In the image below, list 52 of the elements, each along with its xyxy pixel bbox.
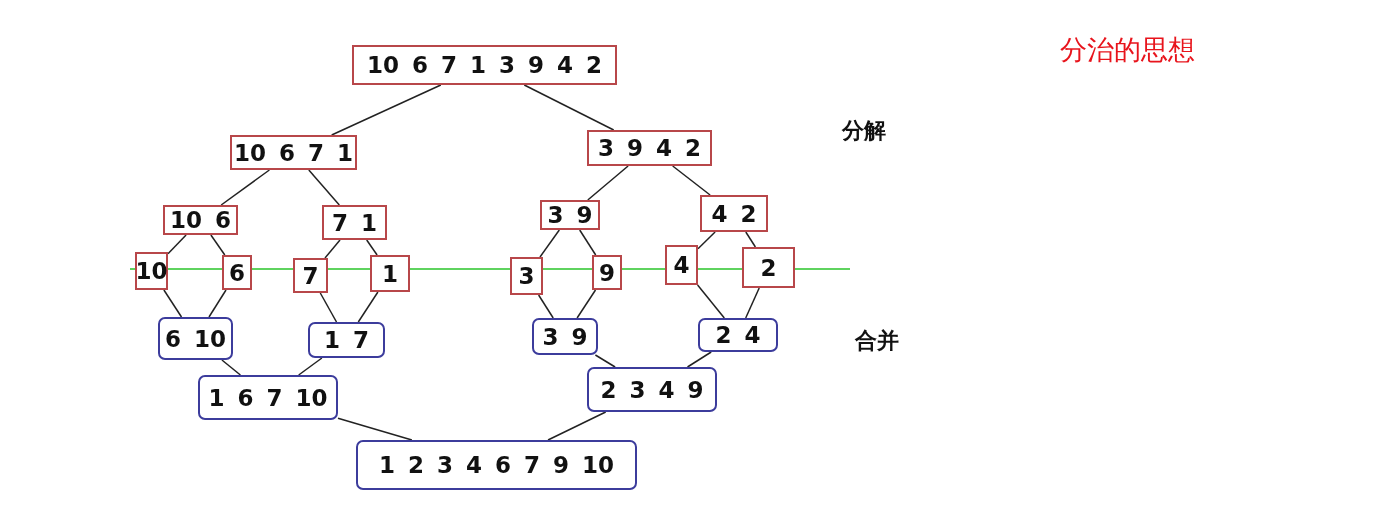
number-box: 10 6 7 1 3 9 4 2 <box>352 45 617 85</box>
merged-box: 1 2 3 4 6 7 9 10 <box>356 440 637 490</box>
connector-line <box>319 292 338 323</box>
connector-line <box>324 239 341 259</box>
connector-line <box>221 359 242 376</box>
connector-line <box>671 165 711 196</box>
number-box: 3 9 <box>540 200 600 230</box>
merged-box: 2 4 <box>698 318 778 352</box>
connector-line <box>547 411 607 441</box>
number-box: 4 2 <box>700 195 768 232</box>
number-box: 3 9 4 2 <box>587 130 712 166</box>
merged-box: 2 3 4 9 <box>587 367 717 412</box>
connector-line <box>167 234 187 255</box>
connector-line <box>744 287 760 319</box>
number-box: 6 <box>222 255 252 290</box>
merged-box: 3 9 <box>532 318 598 355</box>
connector-line <box>357 291 379 323</box>
number-box: 10 6 <box>163 205 238 235</box>
connector-line <box>576 289 597 319</box>
connector-line <box>523 84 615 131</box>
connector-line <box>587 165 629 201</box>
connector-line <box>297 357 323 376</box>
connector-line <box>163 289 183 318</box>
number-box: 1 <box>370 255 410 292</box>
merged-box: 1 7 <box>308 322 385 358</box>
connector-line <box>697 231 716 250</box>
connector-line <box>696 284 726 319</box>
number-box: 4 <box>665 245 698 285</box>
connector-line <box>365 239 378 256</box>
number-box: 2 <box>742 247 795 288</box>
phase-label: 合并 <box>855 327 899 355</box>
number-box: 7 1 <box>322 205 387 240</box>
connector-line <box>337 417 413 441</box>
connector-line <box>539 229 561 258</box>
connector-line <box>330 84 442 136</box>
merged-box: 1 6 7 10 <box>198 375 338 420</box>
number-box: 10 6 7 1 <box>230 135 357 170</box>
title: 分治的思想 <box>1060 33 1195 67</box>
connector-line <box>208 289 227 318</box>
connector-line <box>686 351 712 368</box>
connector-line <box>220 169 271 206</box>
connector-line <box>308 169 341 206</box>
connector-line <box>745 231 757 248</box>
connector-line <box>594 354 616 368</box>
connector-line <box>210 234 226 256</box>
connector-line <box>578 229 597 256</box>
number-box: 7 <box>293 258 328 293</box>
connector-line <box>537 294 554 319</box>
number-box: 9 <box>592 255 622 290</box>
merged-box: 6 10 <box>158 317 233 360</box>
number-box: 3 <box>510 257 543 295</box>
phase-label: 分解 <box>842 117 886 145</box>
